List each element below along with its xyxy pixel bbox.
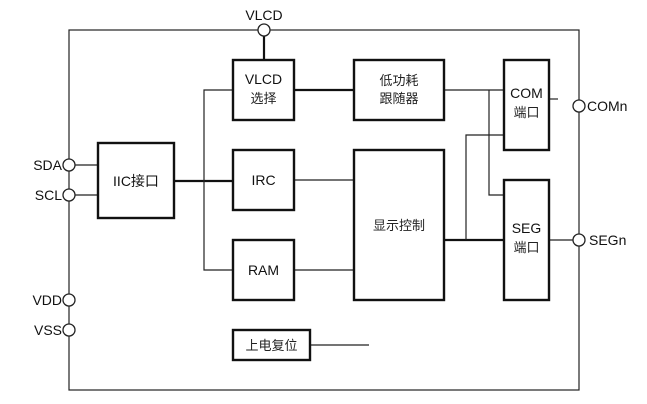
pin-segn: SEGn — [572, 232, 626, 248]
pin-vlcd: VLCD — [245, 7, 283, 37]
block-vlcd-select: VLCD 选择 — [231, 58, 296, 122]
block-display-control: 显示控制 — [352, 148, 446, 302]
block-seg-port: SEG 端口 — [502, 178, 551, 302]
pin-vss: VSS — [34, 322, 76, 338]
wire-follower-seg — [488, 90, 504, 196]
seg-port-line1: SEG — [512, 220, 542, 236]
block-ram: RAM — [231, 238, 296, 302]
pin-comn-label: COMn — [587, 98, 627, 114]
block-com-port: COM 端口 — [502, 58, 551, 152]
pin-sda-label: SDA — [33, 157, 62, 173]
vlcd-select-line1: VLCD — [245, 71, 282, 87]
com-port-line2: 端口 — [513, 106, 539, 121]
pin-segn-label: SEGn — [589, 232, 626, 248]
iic-label: IIC接口 — [113, 173, 159, 189]
pin-vdd-label: VDD — [32, 292, 62, 308]
pin-vss-label: VSS — [34, 322, 62, 338]
follower-line1: 低功耗 — [379, 74, 418, 89]
pin-comn: COMn — [572, 98, 627, 114]
wire-display-com — [465, 134, 504, 240]
wires — [75, 36, 573, 346]
ram-label: RAM — [248, 262, 279, 278]
com-port-line1: COM — [510, 85, 543, 101]
pin-scl-label: SCL — [35, 187, 62, 203]
follower-line2: 跟随器 — [379, 92, 418, 107]
pin-vdd: VDD — [32, 292, 76, 308]
vlcd-select-line2: 选择 — [250, 92, 276, 107]
block-iic: IIC接口 — [96, 141, 176, 220]
pin-sda: SDA — [33, 157, 76, 173]
display-control-label: 显示控制 — [373, 219, 425, 234]
block-irc: IRC — [231, 148, 296, 212]
pin-vlcd-label: VLCD — [245, 7, 282, 23]
seg-port-line2: 端口 — [513, 241, 539, 256]
irc-label: IRC — [251, 172, 275, 188]
power-on-reset-label: 上电复位 — [245, 339, 297, 354]
pin-scl: SCL — [35, 187, 76, 203]
block-power-on-reset: 上电复位 — [231, 328, 312, 362]
block-low-power-follower: 低功耗 跟随器 — [352, 58, 446, 122]
chip-boundary — [68, 29, 580, 391]
wire-bus-left — [203, 89, 233, 271]
